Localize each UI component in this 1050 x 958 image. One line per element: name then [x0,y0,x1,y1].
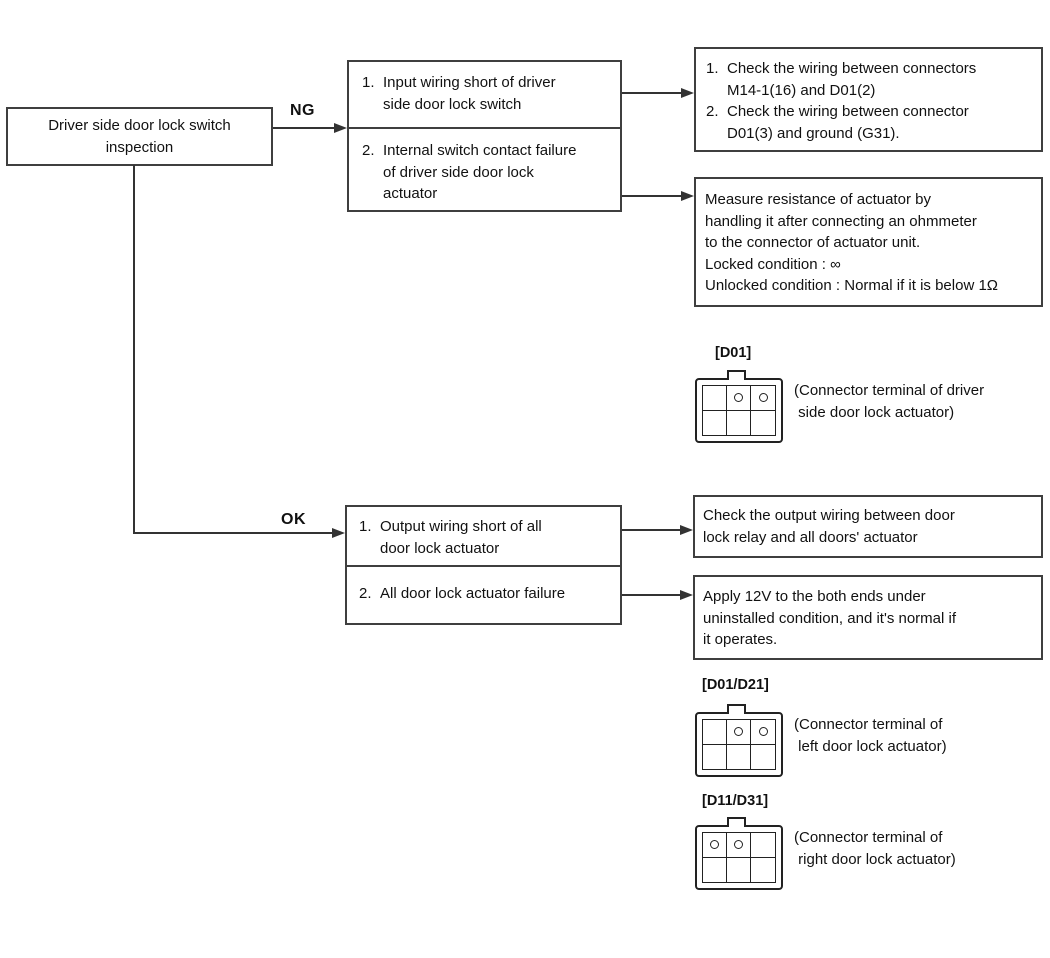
connector-cell [727,744,751,769]
connector-cell [751,858,775,883]
list-number: 2. [706,103,719,120]
ok-causes-node: 1. Output wiring short of all door lock … [345,505,622,625]
connector-cell [703,857,727,882]
list-text: Input wiring short of driver side door l… [383,74,556,113]
list-text: Output wiring short of all door lock act… [380,518,542,557]
list-text: Check the wiring between connector D01(3… [727,103,969,142]
connector-cell [751,720,775,745]
connector-pin-grid [702,832,776,883]
pin-circle-icon [758,727,768,737]
pin-circle-icon [710,840,719,850]
resistance-check-text: Measure resistance of actuator by handli… [705,191,999,294]
list-text: Internal switch contact failure of drive… [383,142,577,202]
connector-cell [727,410,751,435]
list-number: 2. [362,142,375,159]
start-node: Driver side door lock switch inspection [6,107,273,166]
connector-diagram-d01-d21 [695,704,783,777]
connector-tab [727,817,746,827]
pin-circle-icon [734,393,743,403]
connector-cell [727,857,751,882]
connector-caption-d01: (Connector terminal of driver side door … [794,382,985,421]
arrow-ok-cause1-to-action [622,524,693,535]
output-wiring-text: Check the output wiring between door loc… [703,507,955,546]
connector-diagram-d11-d31 [695,817,783,890]
ng-causes-node: 1. Input wiring short of driver side doo… [347,60,622,212]
connector-label-d01-d21: [D01/D21] [702,677,769,693]
connector-cell [751,745,775,770]
apply-12v-text: Apply 12V to the both ends under uninsta… [703,588,957,648]
connector-cell [703,410,727,435]
connector-cell [727,833,751,858]
branch-label-ok: OK [281,511,306,528]
connector-label-d11-d31: [D11/D31] [702,793,769,809]
connector-cell [703,720,727,745]
ok-cause-1: 1. Output wiring short of all door lock … [347,507,620,567]
arrow-ok-branch [134,527,345,538]
list-text: Check the wiring between connectors M14-… [727,60,977,99]
connector-cell [751,386,775,411]
list-number: 1. [706,60,719,77]
start-node-label: Driver side door lock switch inspection [48,117,231,156]
connector-caption-d11-d31: (Connector terminal of right door lock a… [794,829,956,868]
ng-action-resistance-node: Measure resistance of actuator by handli… [694,177,1043,307]
list-number: 1. [359,518,372,535]
pin-circle-icon [734,727,743,737]
list-text: All door lock actuator failure [380,585,566,602]
list-number: 2. [359,585,372,602]
connector-cell [703,744,727,769]
arrow-ng-cause2-to-action [622,190,694,201]
pin-circle-icon [734,840,743,850]
branch-label-ng: NG [290,102,315,119]
ng-action-wiring-node: 1. Check the wiring between connectors M… [694,47,1043,152]
connector-label-d01: [D01] [715,345,752,361]
pin-circle-icon [758,393,768,403]
arrow-ng-branch [273,122,347,133]
arrow-ok-cause2-to-action [622,589,693,600]
ok-cause-2: 2. All door lock actuator failure [347,567,620,623]
ng-cause-1: 1. Input wiring short of driver side doo… [349,62,620,129]
connector-caption-d01-d21: (Connector terminal of left door lock ac… [794,716,947,755]
connector-tab [727,704,746,714]
connector-cell [703,386,727,411]
ok-action-output-wiring-node: Check the output wiring between door loc… [693,495,1043,558]
arrow-ng-cause1-to-action [622,87,694,98]
connector-cell [751,411,775,436]
connector-pin-grid [702,385,776,436]
list-number: 1. [362,74,375,91]
connector-cell [727,720,751,745]
flow-line-vertical [133,165,135,534]
connector-tab [727,370,746,380]
connector-cell [703,833,727,858]
ok-action-apply-12v-node: Apply 12V to the both ends under uninsta… [693,575,1043,660]
connector-cell [751,833,775,858]
connector-diagram-d01 [695,370,783,443]
connector-cell [727,386,751,411]
ng-cause-2: 2. Internal switch contact failure of dr… [349,129,620,210]
connector-pin-grid [702,719,776,770]
